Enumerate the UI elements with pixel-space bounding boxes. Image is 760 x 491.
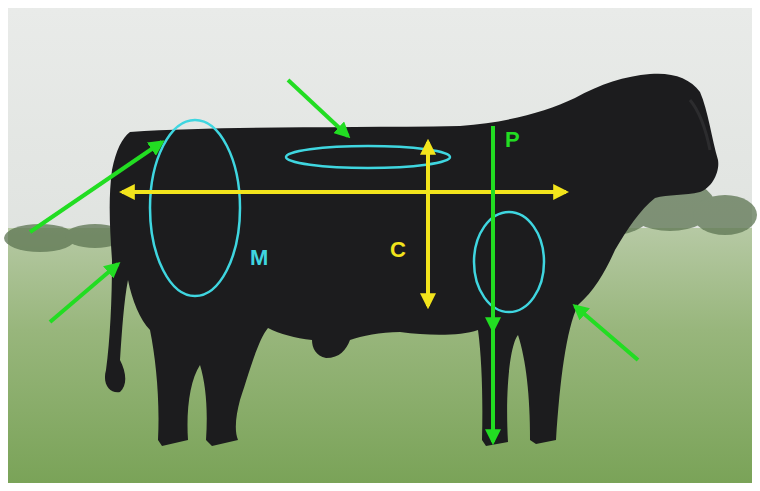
measure-letter: C: [390, 239, 406, 261]
measure-letter: P: [505, 129, 520, 151]
cyan-ellipses: [150, 120, 544, 312]
face-shade: [690, 100, 710, 150]
sky: [8, 8, 752, 483]
bull-body: [105, 74, 718, 446]
measure-letter: M: [250, 247, 268, 269]
green-arrows: [30, 80, 638, 442]
yellow-arrows: [122, 142, 566, 306]
